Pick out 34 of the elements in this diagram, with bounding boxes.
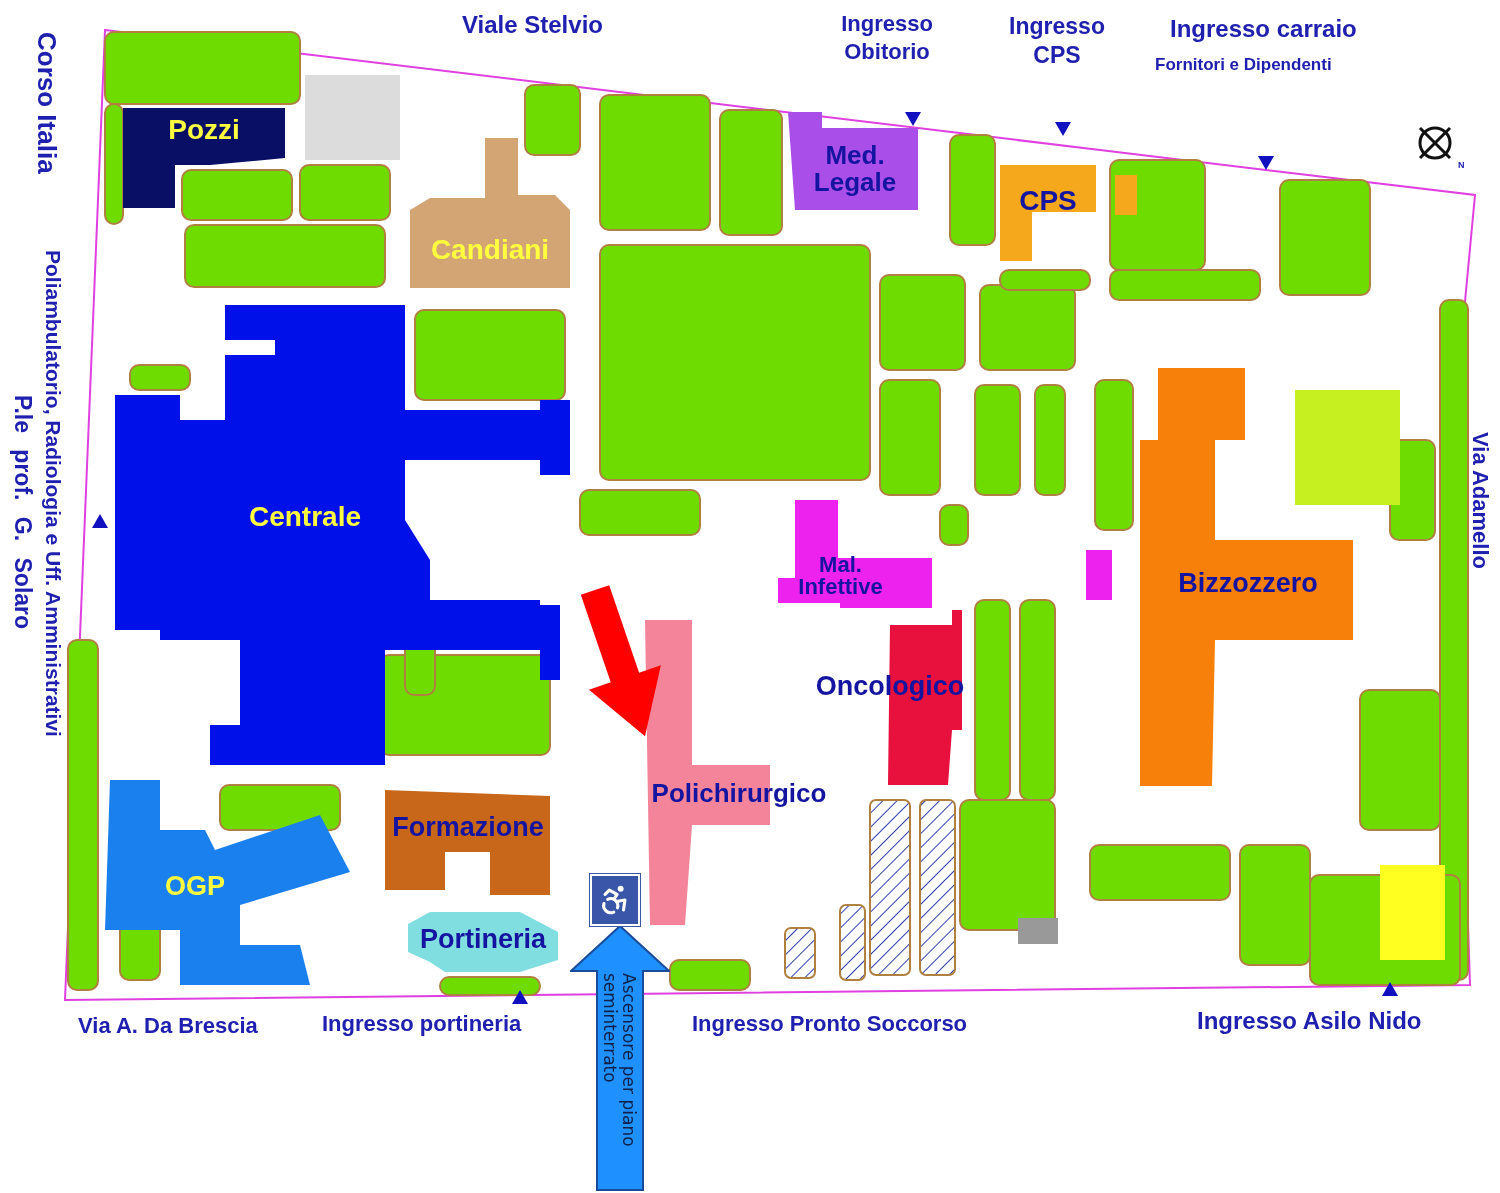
building-name: Bizzozzero (1177, 570, 1319, 598)
building-block (1138, 368, 1354, 786)
map-label: Ingresso CPS (1008, 12, 1106, 70)
map-label: Via A. Da Brescia (78, 1012, 258, 1040)
arrow (580, 585, 661, 737)
building-block (1000, 165, 1096, 261)
map-label: Ingresso Obitorio (840, 10, 934, 65)
arrow-label: Ascensore per piano seminterrato (599, 973, 639, 1149)
building-name: CPS (1018, 187, 1078, 216)
building-name: Candiani (429, 236, 551, 265)
street-label: P.le prof. G. Solaro (8, 395, 37, 630)
building-name: Centrale (247, 503, 362, 532)
building-block (123, 108, 285, 208)
building-name: Pozzi (167, 116, 241, 145)
building-name: Med. Legale (812, 142, 898, 196)
building-block (778, 500, 932, 608)
building-name: OGP (164, 873, 226, 901)
building-block (408, 912, 558, 972)
street-label: Corso Italia (30, 32, 63, 174)
map-label: Viale Stelvio (462, 10, 603, 40)
building-block (410, 138, 570, 288)
map-label: Ingresso portineria (322, 1010, 522, 1038)
map-label: Ingresso Pronto Soccorso (692, 1010, 968, 1038)
building-name: Formazione (391, 814, 545, 842)
building-name: Portineria (418, 926, 548, 954)
building-name: Mal. Infettive (797, 554, 884, 599)
map-label: Ingresso carraio (1170, 14, 1357, 44)
map-label: N (1458, 160, 1465, 172)
map-label: Fornitori e Dipendenti (1155, 54, 1332, 76)
street-label: Via Adamello (1466, 432, 1494, 569)
map-label: Ingresso Asilo Nido (1197, 1006, 1422, 1036)
up-arrow-sign (570, 925, 670, 1191)
building-name: Polichirurgico (650, 780, 828, 807)
street-label: Poliambulatorio, Radiologia e Uff. Amministrativi (41, 250, 67, 737)
